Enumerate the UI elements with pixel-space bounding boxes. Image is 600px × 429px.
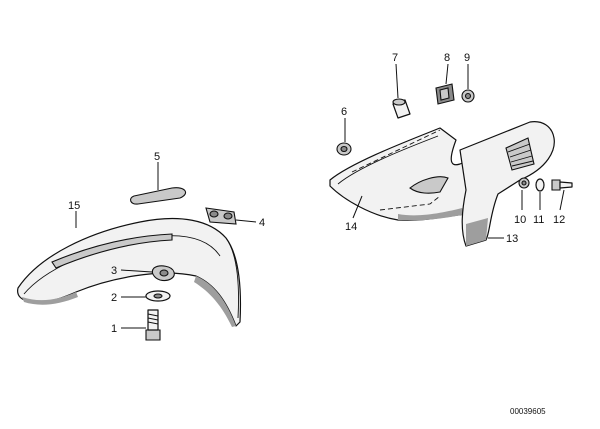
- front-fender: [17, 217, 242, 327]
- callout-14: 14: [345, 221, 357, 233]
- callout-1: 1: [111, 323, 117, 335]
- callout-labels: 15 5 4 3 2 1 6 7 8 9 14 10 11 12 13 0003…: [68, 52, 565, 416]
- callout-3: 3: [111, 265, 117, 277]
- part-5-strip: [129, 187, 187, 205]
- part-1-bolt: [145, 309, 161, 341]
- callout-12: 12: [553, 214, 565, 226]
- part-10-nut: [518, 177, 530, 189]
- part-4-bracket: [205, 207, 237, 225]
- part-6-grommet-left: [336, 142, 352, 156]
- callout-9: 9: [464, 52, 470, 64]
- callout-11: 11: [533, 214, 544, 226]
- drawing-number: 00039605: [510, 407, 546, 416]
- callout-10: 10: [514, 214, 526, 226]
- part-12-screw: [551, 179, 573, 191]
- callout-5: 5: [154, 151, 160, 163]
- callout-15: 15: [68, 200, 80, 212]
- callout-6-left: 6: [341, 106, 347, 118]
- side-cover-assembly: [329, 121, 555, 247]
- leader-lines: [75, 63, 565, 329]
- part-2-washer: [145, 290, 171, 302]
- callout-13: 13: [506, 233, 518, 245]
- part-6-clip-right: [435, 83, 455, 105]
- callout-8: 8: [444, 52, 450, 64]
- part-3-clip: [151, 265, 175, 282]
- callout-4: 4: [259, 217, 265, 229]
- part-7-plug: [392, 98, 411, 119]
- part-9-nut: [461, 89, 475, 103]
- callout-2: 2: [111, 292, 117, 304]
- callout-7: 7: [392, 52, 398, 64]
- part-11-washer: [535, 178, 545, 192]
